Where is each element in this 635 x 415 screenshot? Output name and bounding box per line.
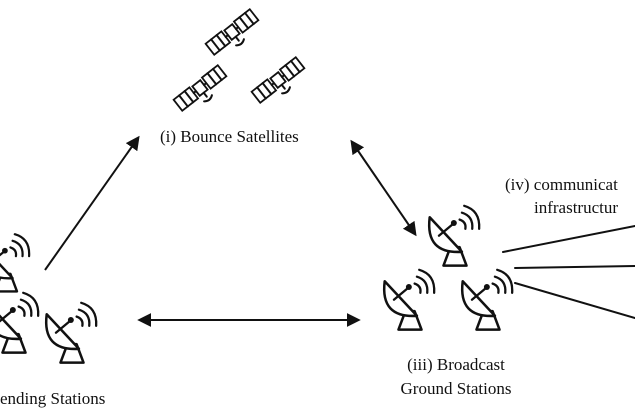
label-broadcast-line2: Ground Stations [401,379,512,398]
label-broadcast-line1: (iii) Broadcast [407,355,505,374]
link-line-middle [514,265,635,269]
satellite-icon [172,64,233,119]
label-bounce-satellites: (i) Bounce Satellites [160,127,299,146]
satellite-dish-icon [0,232,31,293]
satellite-dish-icon [427,204,481,267]
link-line-bottom [514,282,635,319]
label-comm-line1: (iv) communicat [505,175,618,194]
arrow-satellites-broadcast [350,139,417,237]
label-sending-stations: ending Stations [0,389,105,408]
satellite-dish-icon [0,291,40,354]
satellite-dish-icon [44,301,98,364]
arrow-sending-to-satellites [44,135,140,271]
satellite-dish-icon [460,268,514,331]
link-line-top [502,225,635,253]
satellite-dish-icon [382,268,436,331]
satellite-icon [204,8,265,63]
label-comm-line2: infrastructur [534,198,618,217]
satellite-icon [250,56,311,111]
